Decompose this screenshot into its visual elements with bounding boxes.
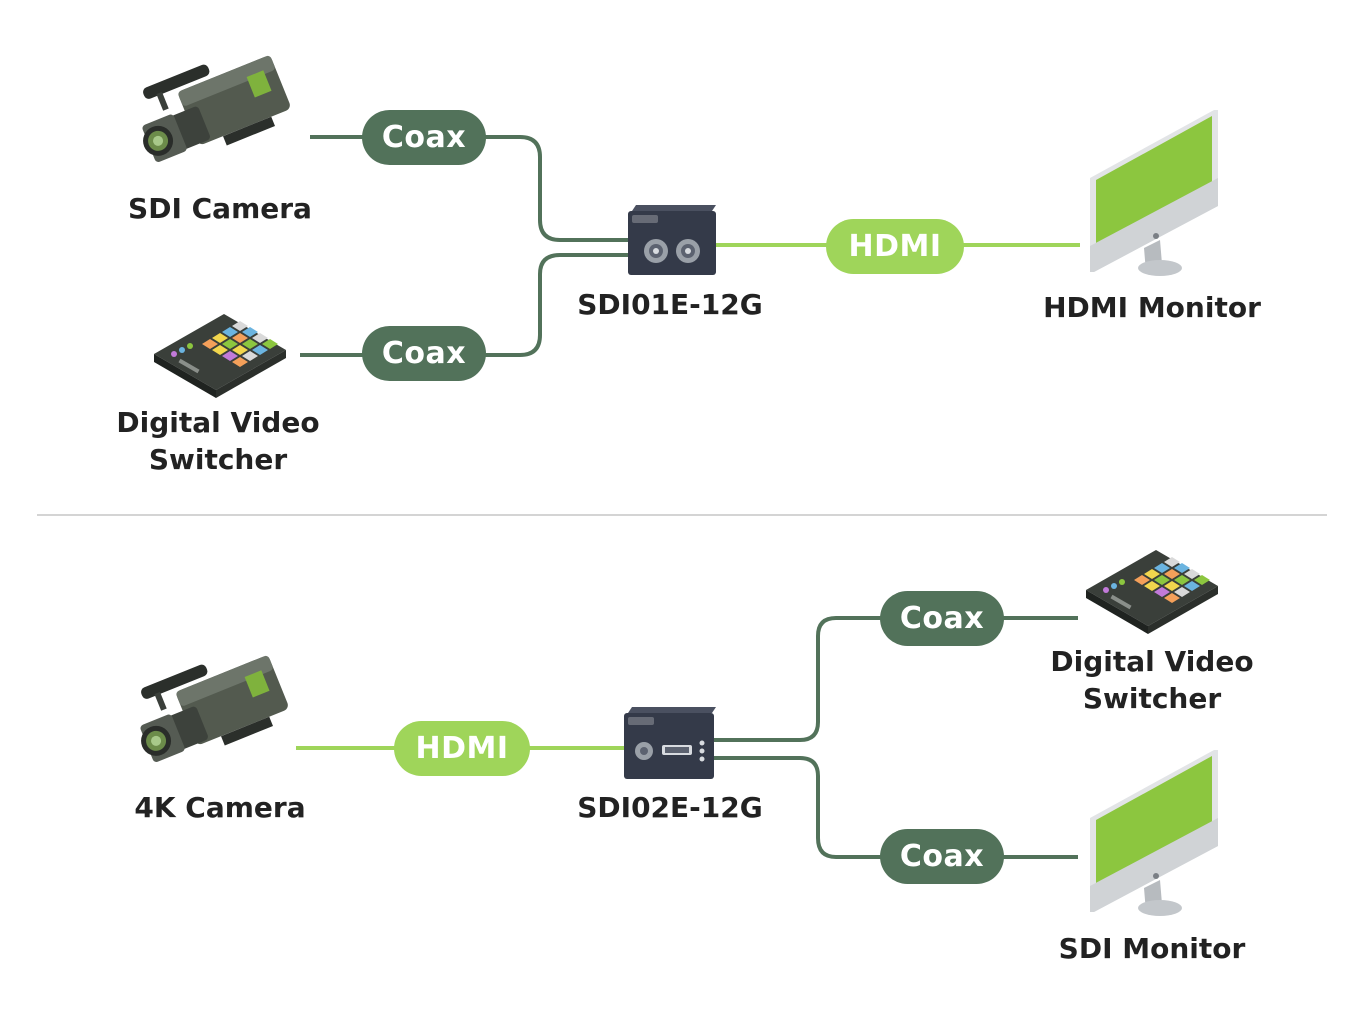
converter-box-icon <box>628 205 716 275</box>
video-switcher-icon <box>154 314 286 398</box>
top-coax-line-1 <box>310 135 632 242</box>
section-divider <box>37 514 1327 516</box>
hdmi-cable-badge: HDMI <box>826 219 964 274</box>
label-line: Switcher <box>1082 682 1222 715</box>
coax-cable-badge: Coax <box>880 829 1004 884</box>
label-line: Digital Video <box>116 406 320 439</box>
video-camera-icon <box>142 55 290 162</box>
video-camera-icon <box>140 655 288 762</box>
label-line: Switcher <box>148 443 288 476</box>
converter-label: SDI01E-12G <box>577 288 763 321</box>
destination-label: HDMI Monitor <box>1043 291 1261 324</box>
top-coax-line-2 <box>300 253 632 357</box>
monitor-icon <box>1090 750 1218 916</box>
converter-box-icon <box>624 707 716 779</box>
coax-cable-badge: Coax <box>880 591 1004 646</box>
bottom-coax-line-2 <box>714 756 1078 859</box>
converter-label: SDI02E-12G <box>577 791 763 824</box>
source-label: SDI Camera <box>128 192 312 225</box>
monitor-icon <box>1090 110 1218 276</box>
destination-label: Digital Video Switcher <box>1032 643 1272 717</box>
bottom-coax-line-1 <box>714 616 1078 742</box>
coax-cable-badge: Coax <box>362 326 486 381</box>
destination-label: SDI Monitor <box>1058 932 1246 965</box>
video-switcher-icon <box>1086 550 1218 634</box>
coax-cable-badge: Coax <box>362 110 486 165</box>
source-label: Digital Video Switcher <box>98 404 338 478</box>
label-line: Digital Video <box>1050 645 1254 678</box>
source-label: 4K Camera <box>134 791 306 824</box>
hdmi-cable-badge: HDMI <box>394 721 530 776</box>
